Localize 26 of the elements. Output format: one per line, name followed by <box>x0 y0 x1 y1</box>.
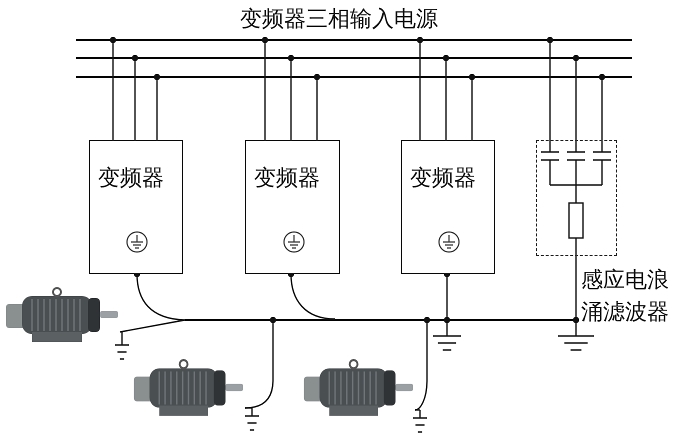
wire <box>598 74 606 140</box>
power-line <box>76 76 632 78</box>
power-line <box>76 39 632 41</box>
inverter-box <box>401 140 495 274</box>
wire <box>288 54 294 140</box>
wire <box>416 36 424 140</box>
wire <box>262 36 268 140</box>
title: 变频器三相输入电源 <box>240 6 438 34</box>
wire <box>132 54 138 140</box>
power-line <box>76 57 632 59</box>
inverter-label: 变频器 <box>254 165 320 193</box>
wire <box>110 36 116 140</box>
wire <box>442 54 450 140</box>
wire <box>468 74 476 140</box>
wire <box>120 319 186 333</box>
wire <box>414 316 430 411</box>
wire <box>244 316 276 409</box>
inverter-box <box>89 140 183 274</box>
inverter-label: 变频器 <box>410 165 476 193</box>
wire <box>572 54 580 140</box>
inverter-label: 变频器 <box>98 165 164 193</box>
wire <box>546 36 554 140</box>
wire <box>572 256 580 324</box>
inverter-box <box>245 140 340 274</box>
wire <box>154 74 160 140</box>
wire <box>314 74 320 140</box>
